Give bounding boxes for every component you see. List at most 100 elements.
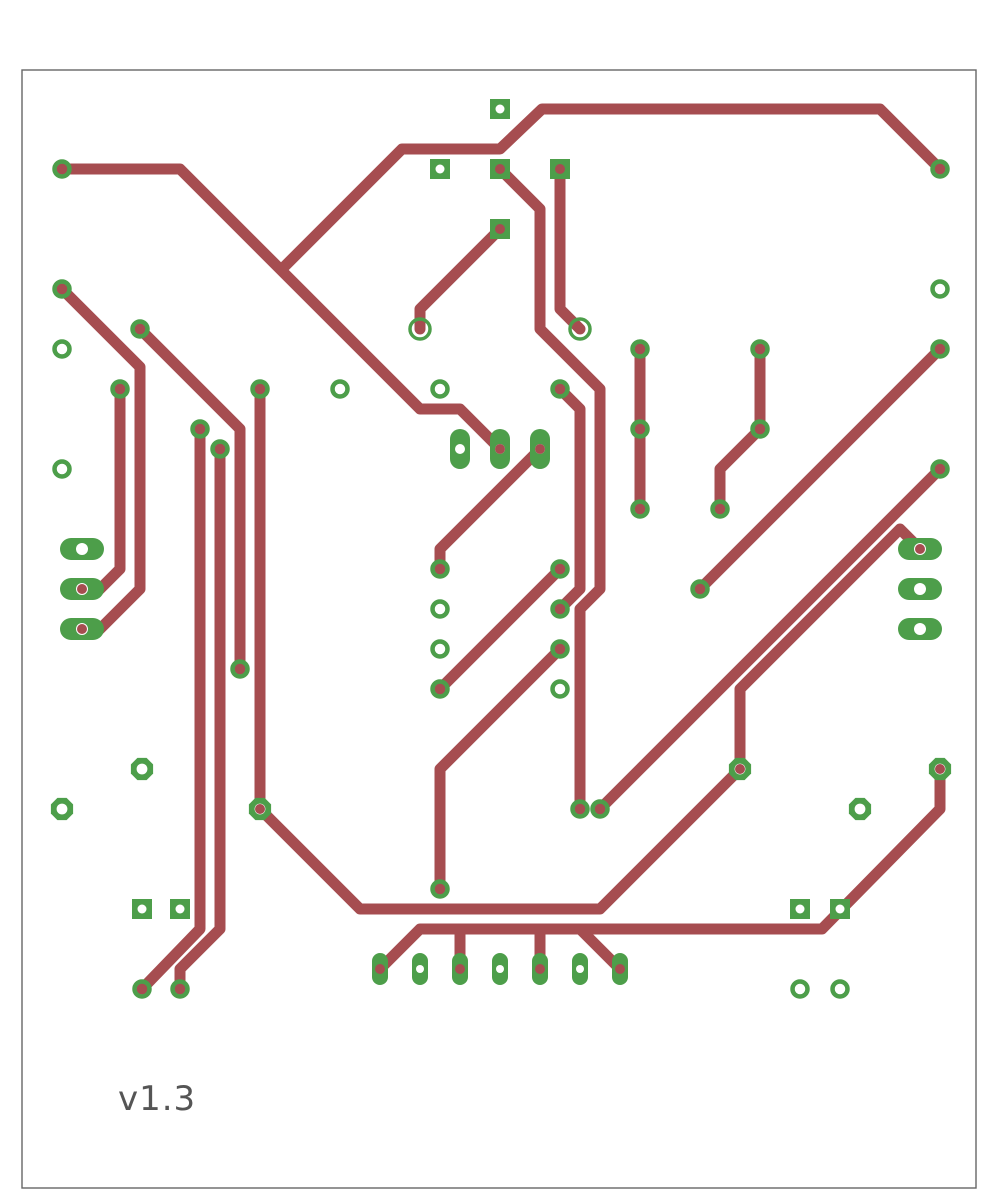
trace-9 <box>494 163 606 815</box>
mount-hole-pad <box>568 317 592 341</box>
trace-endpoint <box>255 384 265 394</box>
oblong-pad-drill <box>416 965 424 973</box>
trace-end-layer <box>57 164 945 994</box>
oblong-pad-drill <box>496 965 504 973</box>
trace-endpoint <box>77 584 87 594</box>
trace-15 <box>434 643 566 895</box>
via-pad <box>430 879 450 899</box>
board-outline <box>21 69 977 1189</box>
trace-endpoint <box>195 424 205 434</box>
trace-endpoint <box>455 964 465 974</box>
square-pad-drill <box>495 104 505 114</box>
trace-endpoint <box>535 964 545 974</box>
trace-10 <box>414 223 506 335</box>
trace-endpoint <box>635 504 645 514</box>
via-pad <box>132 979 152 999</box>
trace-17 <box>714 343 766 515</box>
oblong-pad-drill <box>576 965 584 973</box>
via-pad <box>930 159 950 179</box>
via-pad <box>110 379 130 399</box>
square-pad-drill <box>137 904 147 914</box>
oblong-pad-drill <box>914 583 926 595</box>
trace-endpoint <box>935 464 945 474</box>
trace-endpoint <box>555 644 565 654</box>
trace-19 <box>594 463 946 815</box>
via-pad <box>430 679 450 699</box>
trace-7 <box>136 423 206 995</box>
via-pad <box>430 559 450 579</box>
square-pad-drill <box>175 904 185 914</box>
trace-endpoint <box>215 444 225 454</box>
trace-endpoint <box>915 544 925 554</box>
via-pad <box>130 319 150 339</box>
trace-endpoint <box>615 964 625 974</box>
trace-endpoint <box>77 624 87 634</box>
trace-endpoint <box>435 564 445 574</box>
trace-endpoint <box>415 324 425 334</box>
oblong-pad-drill <box>76 543 88 555</box>
trace-endpoint <box>495 224 505 234</box>
trace-layer <box>56 103 946 995</box>
version-label: v1.3 <box>118 1079 196 1119</box>
trace-endpoint <box>495 164 505 174</box>
trace-endpoint <box>755 344 765 354</box>
trace-endpoint <box>635 424 645 434</box>
trace-endpoint <box>695 584 705 594</box>
via-pad <box>830 979 850 999</box>
via-pad <box>52 459 72 479</box>
trace-11 <box>554 163 586 335</box>
via-pad <box>230 659 250 679</box>
via-pad <box>250 379 270 399</box>
trace-endpoint <box>935 164 945 174</box>
trace-endpoint <box>137 984 147 994</box>
via-pad <box>430 379 450 399</box>
oblong-pad-drill <box>455 444 465 454</box>
via-pad <box>930 339 950 359</box>
via-pad <box>750 419 770 439</box>
square-pad-drill <box>435 164 445 174</box>
trace-endpoint <box>235 664 245 674</box>
trace-2 <box>276 103 946 275</box>
octagon-pad-drill <box>56 803 68 815</box>
via-pad <box>710 499 730 519</box>
square-pad-drill <box>835 904 845 914</box>
via-pad <box>430 599 450 619</box>
trace-endpoint <box>135 324 145 334</box>
via-pad <box>52 159 72 179</box>
trace-endpoint <box>595 804 605 814</box>
via-pad <box>630 419 650 439</box>
via-pad <box>52 279 72 299</box>
square-pad-drill <box>795 904 805 914</box>
trace-6 <box>254 383 926 915</box>
trace-endpoint <box>575 324 585 334</box>
via-pad <box>550 599 570 619</box>
trace-endpoint <box>635 344 645 354</box>
trace-endpoint <box>435 884 445 894</box>
trace-endpoint <box>495 444 505 454</box>
trace-endpoint <box>435 684 445 694</box>
trace-endpoint <box>175 984 185 994</box>
oblong-pad-drill <box>914 623 926 635</box>
via-pad <box>550 639 570 659</box>
trace-8 <box>174 443 226 995</box>
trace-endpoint <box>57 164 67 174</box>
via-pad <box>930 279 950 299</box>
via-pad <box>690 579 710 599</box>
trace-endpoint <box>755 424 765 434</box>
trace-endpoint <box>555 604 565 614</box>
trace-endpoint <box>555 164 565 174</box>
trace-14 <box>434 563 566 695</box>
via-pad <box>210 439 230 459</box>
trace-endpoint <box>535 444 545 454</box>
trace-endpoint <box>555 564 565 574</box>
mount-hole-pad <box>408 317 432 341</box>
via-pad <box>630 499 650 519</box>
via-pad <box>430 639 450 659</box>
via-pad <box>170 979 190 999</box>
trace-endpoint <box>255 804 265 814</box>
trace-20 <box>374 763 946 975</box>
via-pad <box>930 459 950 479</box>
via-pad <box>52 339 72 359</box>
via-pad <box>330 379 350 399</box>
